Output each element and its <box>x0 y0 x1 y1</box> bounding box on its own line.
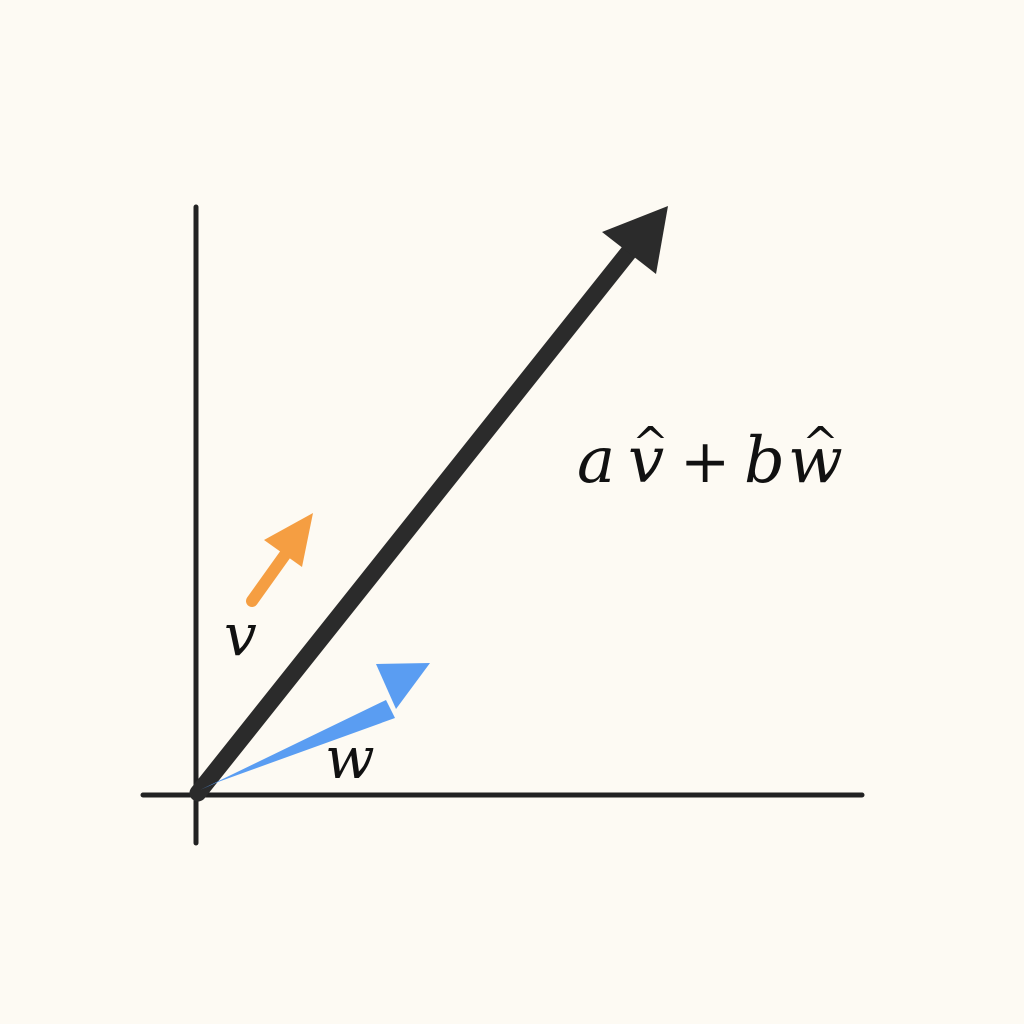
result-vector-arrowhead <box>602 206 668 274</box>
v-vector-arrowhead <box>264 513 313 567</box>
w-vector-shaft <box>200 700 395 790</box>
w-vector <box>200 663 430 790</box>
v-vector-shaft <box>246 546 293 607</box>
result-vector <box>189 206 668 802</box>
axes <box>140 204 865 846</box>
linear-combination-label: a v ^ + b w ^ <box>577 418 843 498</box>
v-label: v <box>224 601 257 669</box>
v-hat-caret: ^ <box>632 418 669 469</box>
result-vector-shaft <box>189 244 637 802</box>
v-hat-symbol: v <box>628 424 664 498</box>
coefficient-a: a <box>577 424 615 498</box>
v-vector <box>246 513 313 607</box>
plus-sign: + <box>680 427 730 497</box>
w-vector-arrowhead <box>376 663 430 709</box>
w-hat-symbol: w <box>788 424 843 498</box>
coefficient-b: b <box>744 424 785 498</box>
w-hat-caret: ^ <box>802 418 839 469</box>
w-label: w <box>325 724 375 792</box>
